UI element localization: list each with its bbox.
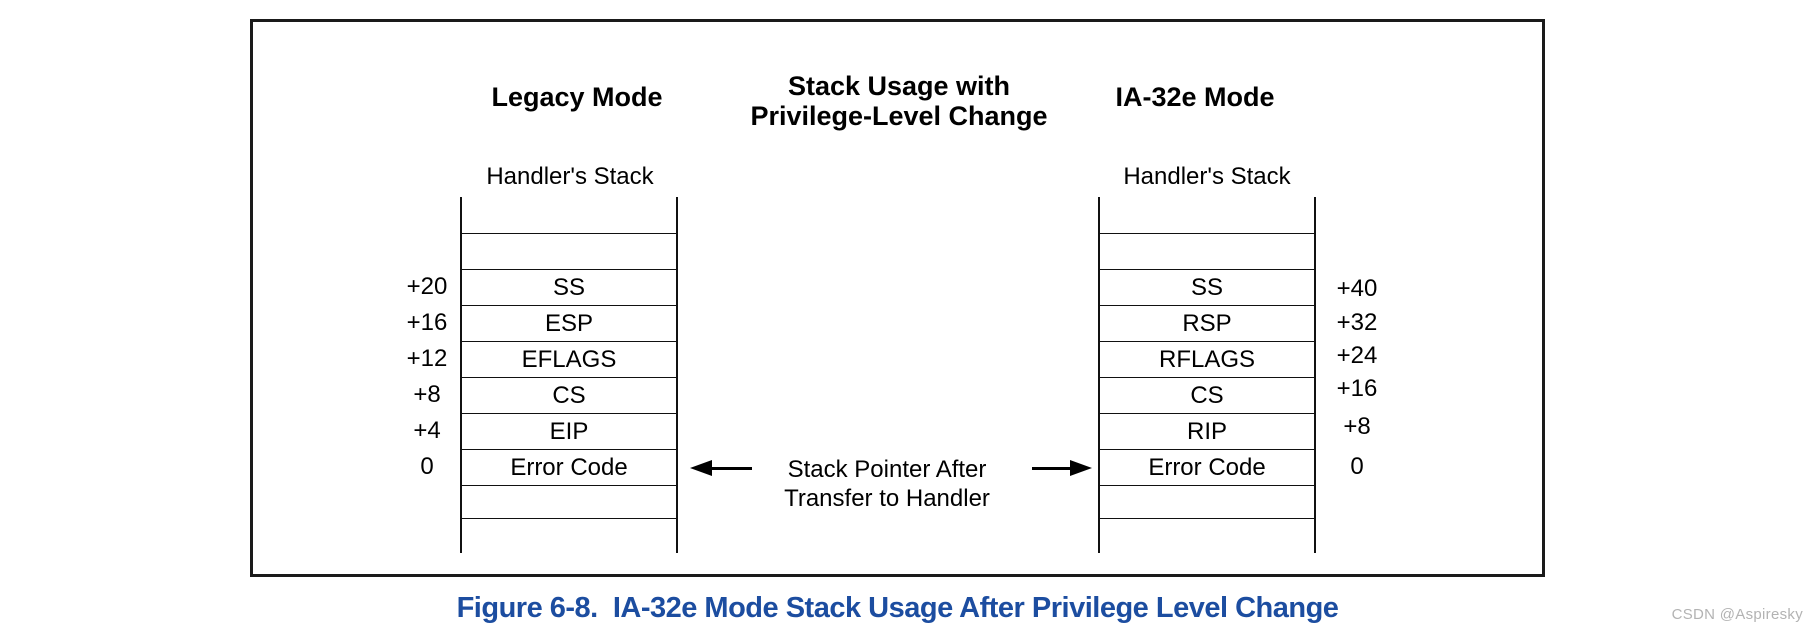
- stack-row-ss: SS: [1100, 269, 1314, 305]
- stack-row-rflags: RFLAGS: [1100, 341, 1314, 377]
- stack-row-cs: CS: [1100, 377, 1314, 413]
- stack-row-error-code: Error Code: [462, 449, 676, 485]
- right-stack-title: Handler's Stack: [1123, 163, 1291, 190]
- stack-pointer-label-line2: Transfer to Handler: [784, 485, 990, 512]
- ia32e-mode-heading: IA-32e Mode: [1115, 82, 1275, 112]
- center-heading-line2: Privilege-Level Change: [750, 101, 1048, 131]
- ia32e-stack: SS RSP RFLAGS CS RIP Error Code: [1098, 197, 1316, 553]
- offset-label: +24: [1336, 342, 1378, 369]
- stack-row-label: SS: [552, 273, 585, 301]
- legacy-mode-heading: Legacy Mode: [491, 82, 663, 112]
- offset-label: +8: [413, 381, 441, 408]
- offset-label: +20: [406, 273, 448, 300]
- figure-caption: Figure 6-8. IA-32e Mode Stack Usage Afte…: [456, 592, 1339, 624]
- stack-row-label: EIP: [549, 417, 589, 445]
- left-arrow-line: [708, 467, 752, 470]
- stack-row-label: RFLAGS: [1158, 345, 1256, 373]
- stack-row-label: CS: [552, 381, 586, 409]
- stack-row-label: RSP: [1182, 309, 1232, 337]
- stack-pointer-label: Stack Pointer After Transfer to Handler: [737, 455, 1037, 513]
- offset-label: 0: [1350, 453, 1364, 480]
- offset-label: +40: [1336, 275, 1378, 302]
- stack-row-label: SS: [1190, 273, 1223, 301]
- stack-pointer-label-line1: Stack Pointer After: [787, 456, 987, 483]
- left-arrow-head: [690, 460, 712, 476]
- center-heading-line1: Stack Usage with: [787, 71, 1011, 101]
- stack-row-empty: [462, 233, 676, 269]
- stack-row-label: EFLAGS: [521, 345, 617, 373]
- center-heading: Stack Usage with Privilege-Level Change: [749, 71, 1049, 131]
- stack-row-empty: [1100, 233, 1314, 269]
- stack-row-label: ESP: [544, 309, 594, 337]
- offset-label: +16: [406, 309, 448, 336]
- stack-row-label: CS: [1190, 381, 1224, 409]
- stack-row-empty: [462, 485, 676, 518]
- offset-label: +4: [413, 417, 441, 444]
- watermark: CSDN @Aspiresky: [1671, 606, 1803, 623]
- stack-row-eip: EIP: [462, 413, 676, 449]
- stack-row-label: Error Code: [510, 453, 628, 481]
- stack-row-empty: [1100, 197, 1314, 233]
- stack-row-esp: ESP: [462, 305, 676, 341]
- offset-label: +16: [1336, 375, 1378, 402]
- offset-label: +32: [1336, 309, 1378, 336]
- stack-row-label: RIP: [1186, 417, 1227, 445]
- offset-label: +8: [1343, 413, 1371, 440]
- stack-row-empty: [462, 518, 676, 553]
- right-arrow-line: [1032, 467, 1076, 470]
- stack-row-rip: RIP: [1100, 413, 1314, 449]
- stack-row-eflags: EFLAGS: [462, 341, 676, 377]
- stack-row-empty: [1100, 485, 1314, 518]
- stack-row-rsp: RSP: [1100, 305, 1314, 341]
- legacy-stack: SS ESP EFLAGS CS EIP Error Code: [460, 197, 678, 553]
- left-stack-title: Handler's Stack: [486, 163, 654, 190]
- stack-row-empty: [462, 197, 676, 233]
- stack-row-label: Error Code: [1148, 453, 1266, 481]
- right-arrow-head: [1070, 460, 1092, 476]
- offset-label: +12: [406, 345, 448, 372]
- stack-row-empty: [1100, 518, 1314, 553]
- stack-row-error-code: Error Code: [1100, 449, 1314, 485]
- stack-row-ss: SS: [462, 269, 676, 305]
- stack-row-cs: CS: [462, 377, 676, 413]
- offset-label: 0: [420, 453, 434, 480]
